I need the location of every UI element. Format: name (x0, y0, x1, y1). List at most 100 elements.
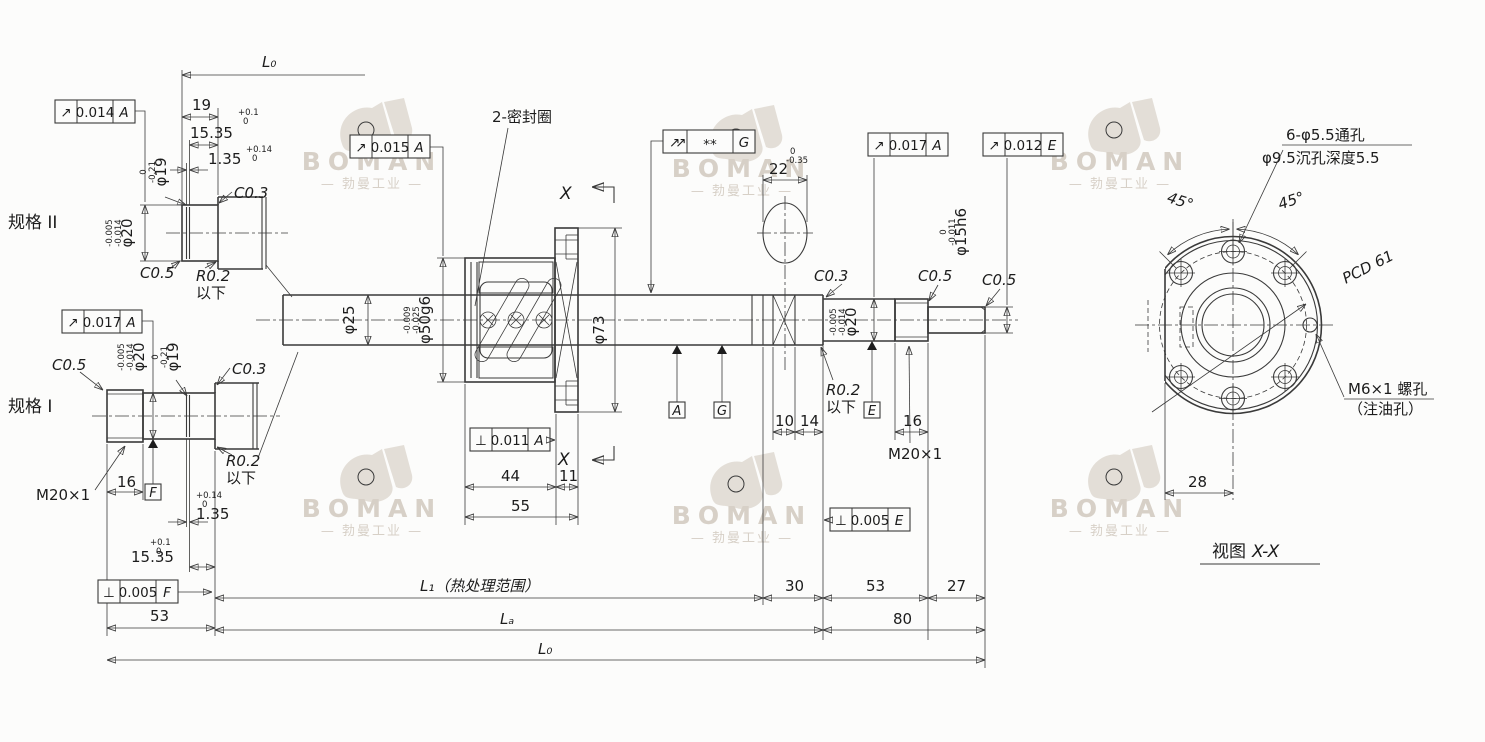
tol: +0.14 (246, 145, 272, 155)
datum-A: A (672, 404, 682, 419)
dim-11: 11 (559, 467, 578, 485)
dim-53: 53 (150, 607, 169, 625)
section-arrow-top: X (559, 184, 615, 204)
fcf-runout-0012-E: ↗ 0.012 E (982, 132, 1064, 157)
dim-19: 19 (192, 96, 211, 114)
fcf-perp-0011-A: ⊥ 0.011 A (469, 427, 555, 452)
dim-22: 22 (769, 160, 788, 178)
svg-text:X: X (559, 184, 572, 204)
dim-phi20: φ20 -0.005 -0.014 (117, 343, 148, 372)
svg-text:-0.014: -0.014 (114, 219, 124, 246)
svg-text:φ20: φ20 (118, 219, 136, 248)
datum-targets: A G E (668, 341, 881, 419)
dim-44: 44 (501, 467, 520, 485)
dim-phi19: φ19 0 -0.21 (139, 158, 170, 187)
fcf-runout-0014-A: ↗ 0.014 A (54, 99, 146, 202)
svg-text:-0.014: -0.014 (126, 343, 136, 370)
svg-text:E: E (895, 513, 904, 529)
svg-text:φ19: φ19 (164, 343, 182, 372)
datum-E: E (868, 404, 877, 419)
dim-phi20-right: φ20 -0.005 -0.014 (829, 308, 860, 337)
svg-text:-0.005: -0.005 (829, 308, 839, 335)
label-m6-note: （注油孔） (1348, 400, 1423, 418)
tol: 0 (790, 147, 795, 157)
label-c05: C0.5 (52, 356, 86, 374)
svg-text:-0.21: -0.21 (160, 346, 170, 368)
svg-text:⊥: ⊥ (835, 513, 847, 529)
label-below: 以下 (226, 469, 256, 487)
dim-1.35: 1.35 (196, 505, 229, 523)
svg-text:0.005: 0.005 (119, 585, 158, 601)
svg-text:F: F (163, 585, 171, 601)
label-m20: M20×1 (36, 486, 90, 504)
label-below: 以下 (196, 284, 226, 302)
datum-F: F (149, 486, 157, 501)
tol: +0.1 (238, 108, 259, 118)
dim-1.35: 1.35 (208, 150, 241, 168)
svg-text:-0.21: -0.21 (148, 161, 158, 183)
tol: -0.35 (786, 156, 808, 166)
svg-text:-0.011: -0.011 (948, 218, 958, 245)
svg-text:↗: ↗ (355, 140, 366, 156)
dim-10: 10 (775, 412, 794, 430)
svg-text:0: 0 (139, 169, 149, 174)
svg-text:0: 0 (939, 229, 949, 234)
section-arrow-bottom: X (557, 446, 615, 470)
svg-text:0.005: 0.005 (851, 513, 890, 529)
svg-text:0.011: 0.011 (491, 433, 530, 449)
svg-text:φ20: φ20 (842, 308, 860, 337)
label-seal: 2-密封圈 (492, 108, 552, 126)
fcf-perp-0005-F: ⊥ 0.005 F (97, 579, 212, 604)
label-c05-a: C0.5 (918, 267, 952, 285)
fcf-runout-0017-A-spec1: ↗ 0.017 A (61, 309, 154, 335)
dim-80: 80 (893, 610, 912, 628)
label-m20-right: M20×1 (888, 445, 942, 463)
dim-30: 30 (785, 577, 804, 595)
label-below-right: 以下 (826, 398, 856, 416)
dim-phi50g6: φ50g6 -0.009 -0.025 (403, 296, 434, 344)
label-r02: R0.2 (196, 267, 230, 285)
label-c03: C0.3 (232, 360, 266, 378)
tol: +0.14 (196, 491, 222, 501)
dim-L1: L₁（热处理范围） (420, 577, 539, 595)
spec2-title: 规格 II (8, 213, 57, 233)
dim-phi73: φ73 (590, 316, 608, 345)
datum-triangle-F (148, 439, 158, 448)
svg-text:φ20: φ20 (130, 343, 148, 372)
svg-text:↗: ↗ (873, 138, 884, 154)
note-holes: 6-φ5.5通孔 (1286, 126, 1365, 144)
tol: 0 (252, 154, 257, 164)
fcf-runout-0017-A-right: ↗ 0.017 A (867, 132, 949, 157)
svg-text:φ73: φ73 (590, 316, 608, 345)
dim-L0: L₀ (538, 640, 552, 658)
svg-text:0.012: 0.012 (1004, 138, 1043, 154)
dim-L0-top: L₀ (262, 53, 276, 71)
svg-text:X: X (557, 450, 570, 470)
svg-text:A: A (118, 105, 128, 121)
label-r02: R0.2 (226, 452, 260, 470)
ball-circuit-circles (479, 311, 553, 329)
oil-hole (1302, 317, 1318, 333)
label-c05-b: C0.5 (982, 271, 1016, 289)
svg-text:**: ** (703, 137, 717, 153)
watermarks (301, 97, 1191, 547)
tol: 0 (156, 547, 161, 557)
svg-text:-0.005: -0.005 (105, 219, 115, 246)
dim-27: 27 (947, 577, 966, 595)
flange-bolt-hole-section (555, 234, 578, 406)
spec1-title: 规格 I (8, 397, 52, 417)
spec2-view: L₀ 19 15.35 +0.1 0 1.35 +0.14 0 φ19 0 -0… (8, 53, 365, 302)
dim-53: 53 (866, 577, 885, 595)
dim-28: 28 (1188, 473, 1207, 491)
svg-text:0.017: 0.017 (889, 138, 928, 154)
dim-15.35: 15.35 (131, 548, 174, 566)
svg-text:-0.009: -0.009 (403, 306, 413, 333)
label-r02-right: R0.2 (826, 381, 860, 399)
caption-xx: X-X (1251, 542, 1280, 562)
svg-text:0: 0 (151, 354, 161, 359)
bottom-dimensions: L₁（热处理范围） 30 53 27 Lₐ 80 L₀ (107, 335, 986, 668)
dim-16: 16 (903, 412, 922, 430)
tol: 0 (243, 117, 248, 127)
svg-text:0.014: 0.014 (76, 105, 115, 121)
